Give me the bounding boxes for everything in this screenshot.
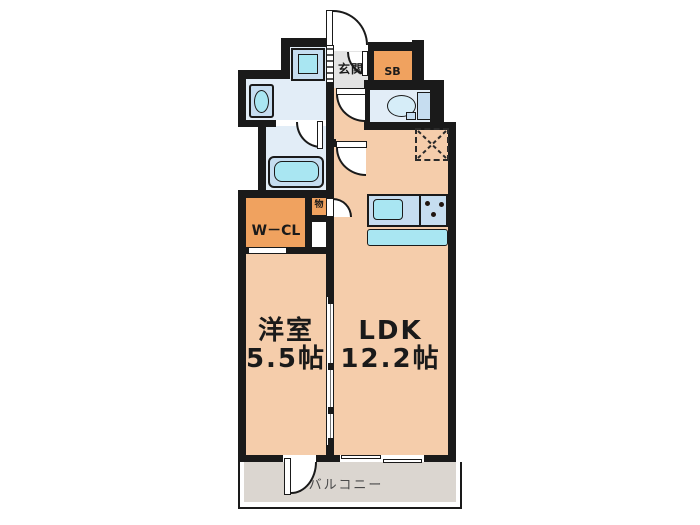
- washbasin: [249, 84, 274, 118]
- wall: [238, 120, 276, 127]
- toilet-tank: [417, 92, 431, 120]
- closet-opening: [249, 247, 286, 254]
- wall: [326, 139, 336, 147]
- shoebox-area: [373, 47, 412, 80]
- walk-in-closet-label: W－CL: [251, 223, 301, 239]
- storage-door-leaf: [326, 198, 334, 217]
- entrance-step: [326, 44, 334, 82]
- stove-burner: [431, 212, 436, 217]
- wall: [430, 80, 444, 130]
- wall: [281, 38, 334, 47]
- ldk-label: LDK: [358, 316, 423, 346]
- wall: [238, 70, 289, 79]
- western-room-size: 5.5帖: [245, 344, 327, 374]
- balcony-door-opening: [283, 455, 316, 462]
- ldk-door-leaf: [336, 141, 367, 148]
- partition-track-mark: [328, 407, 333, 414]
- western-room-label: 洋室: [257, 316, 314, 346]
- balcony-door-leaf: [284, 458, 291, 495]
- wall: [368, 44, 374, 88]
- washing-machine-pan: [291, 48, 325, 81]
- wall: [412, 40, 424, 90]
- partition-track-mark: [328, 438, 333, 445]
- wall: [326, 190, 334, 255]
- shoebox-door-leaf: [362, 51, 368, 76]
- genkan-label: 玄関: [337, 62, 364, 76]
- bathtub-inner: [274, 161, 319, 182]
- wall: [258, 126, 266, 197]
- toilet: [386, 91, 432, 123]
- toilet-handle: [406, 112, 416, 120]
- wall: [326, 255, 334, 297]
- wall: [368, 80, 444, 90]
- wall: [305, 215, 334, 222]
- stove-burner: [425, 201, 430, 206]
- wall: [368, 42, 418, 51]
- toilet-door-leaf: [336, 88, 366, 95]
- ldk-floor: [334, 126, 448, 455]
- wall: [238, 190, 246, 462]
- entrance-door-arc: [333, 10, 368, 45]
- wall: [305, 198, 312, 247]
- sliding-window-pane: [341, 455, 381, 459]
- ldk-size: 12.2帖: [340, 344, 441, 374]
- entrance-door-leaf: [326, 10, 333, 46]
- kitchen-counter: [367, 194, 448, 227]
- wall: [326, 38, 334, 197]
- kitchen-counter-edge: [367, 229, 448, 246]
- shoebox-label: SB: [384, 65, 401, 78]
- wall: [326, 445, 334, 462]
- washing-machine-icon: [298, 54, 318, 74]
- wall: [238, 190, 334, 198]
- wall: [364, 122, 456, 130]
- bathtub: [268, 156, 324, 188]
- partition-track-mark: [328, 363, 333, 370]
- sliding-partition: [326, 297, 334, 445]
- balcony-label: バルコニー: [308, 478, 384, 493]
- counter-divider: [419, 196, 421, 225]
- toilet-bowl-icon: [387, 95, 416, 117]
- wall: [364, 80, 370, 130]
- window-opening: [340, 455, 424, 462]
- refrigerator-space: [415, 128, 449, 161]
- storage-area: [312, 198, 327, 215]
- washbasin-bowl-icon: [254, 90, 269, 113]
- balcony-floor: [244, 462, 456, 502]
- wall: [448, 122, 456, 462]
- stove-burner: [439, 202, 444, 207]
- partition-track-mark: [328, 297, 333, 304]
- walk-in-closet-area: [246, 198, 305, 247]
- wall: [238, 247, 334, 254]
- kitchen-sink: [373, 199, 403, 220]
- storage-label: 物: [314, 200, 324, 210]
- bathroom-door-leaf: [317, 121, 323, 149]
- sliding-window-pane: [383, 459, 422, 463]
- western-room-floor: [246, 253, 326, 455]
- wall: [281, 38, 290, 79]
- wall: [238, 70, 246, 127]
